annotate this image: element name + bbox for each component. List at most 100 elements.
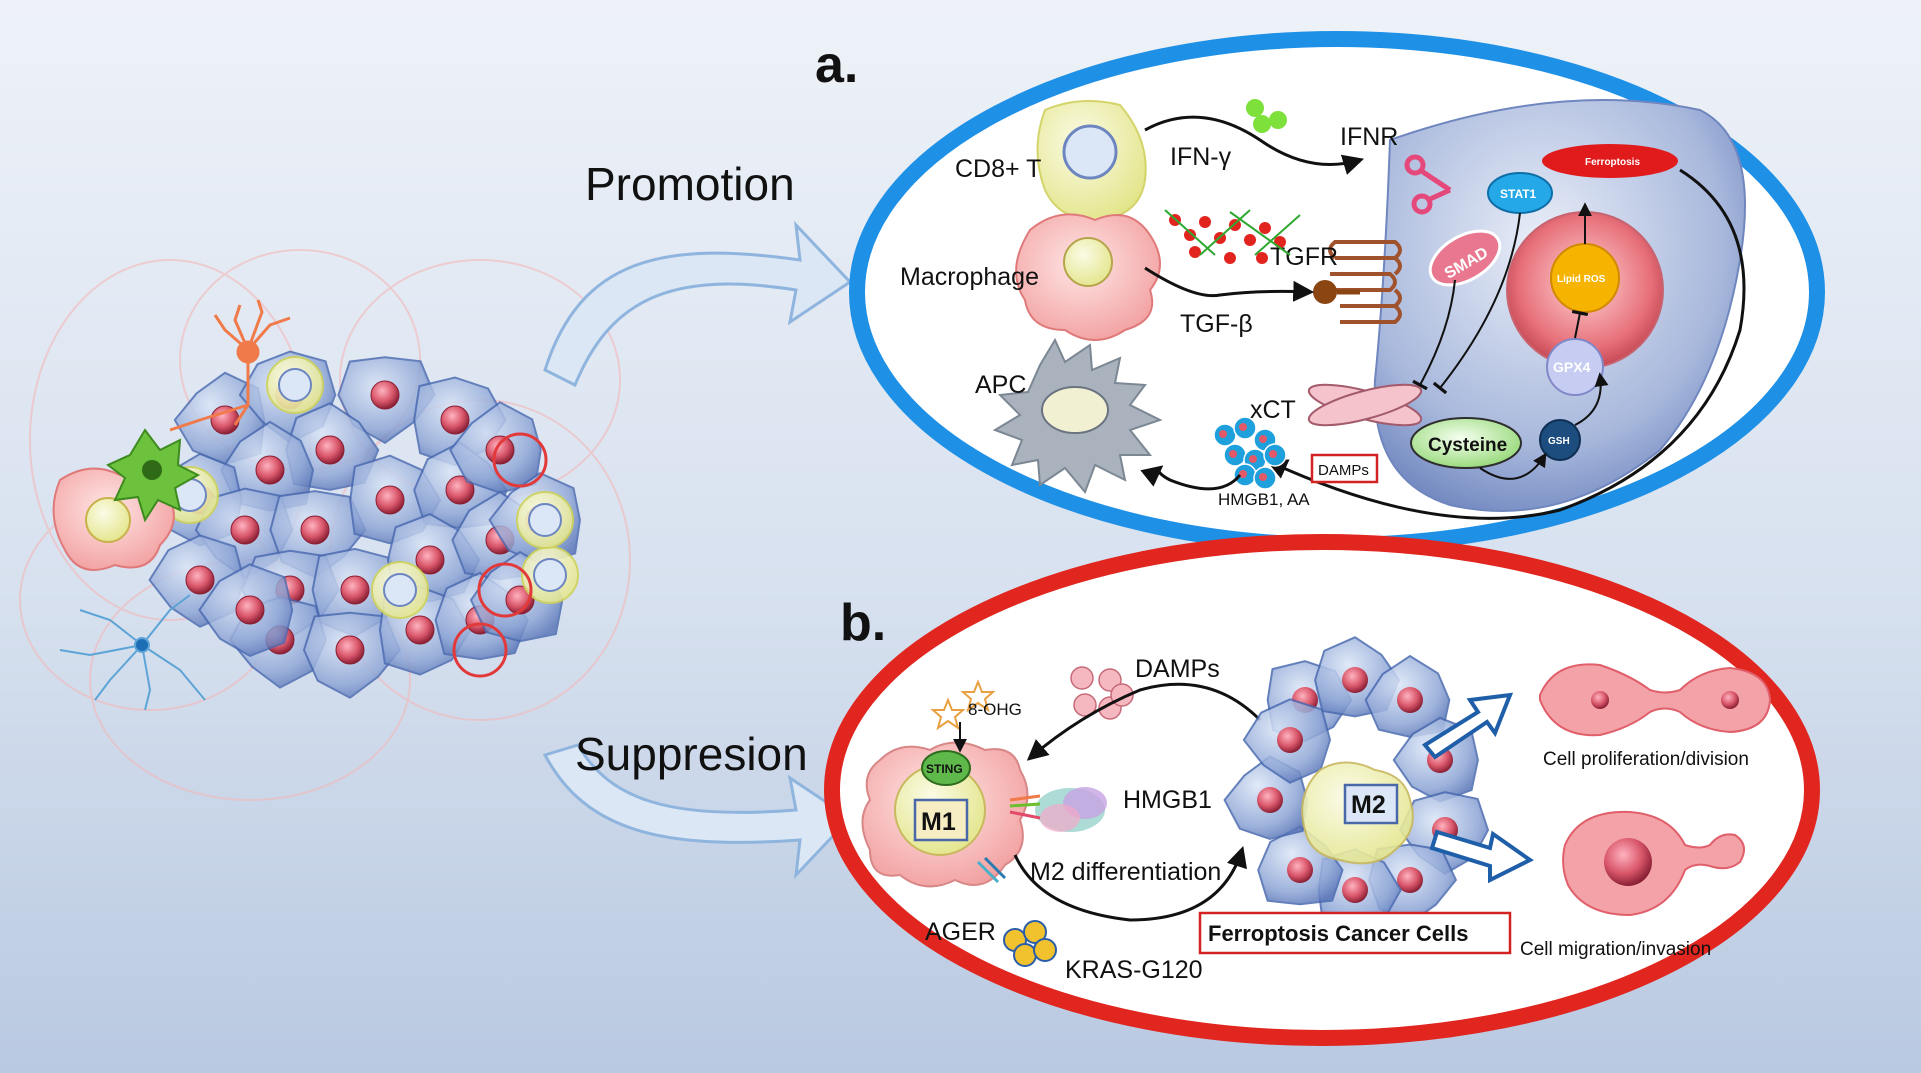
tgfb-particles	[1164, 209, 1301, 264]
tumor-cell-nucleus	[300, 515, 330, 545]
aa-dot	[1229, 450, 1237, 458]
tgfb-particle	[1199, 216, 1211, 228]
sting-node	[921, 750, 971, 786]
8-ohg-stars	[930, 679, 996, 731]
ifng-molecule-2	[1253, 115, 1271, 133]
cancer-cell-nucleus	[1287, 857, 1313, 883]
ifng-molecule-3	[1269, 111, 1287, 129]
m1-label: M1	[921, 808, 956, 836]
gsh-text: GSH	[1548, 436, 1570, 447]
tumor-cell-nucleus	[335, 635, 365, 665]
ifnr-label: IFNR	[1340, 123, 1398, 151]
neuron-orange	[169, 299, 291, 432]
macrophage-nucleus-a	[1063, 237, 1113, 287]
ifng-molecule-1	[1246, 99, 1264, 117]
cancer-cell-nucleus	[1397, 867, 1423, 893]
cysteine-to-gsh-arrow	[1479, 452, 1547, 480]
cancer-cell-nucleus	[1397, 687, 1423, 713]
stat1-text: STAT1	[1500, 187, 1537, 201]
migration-label: Cell migration/invasion	[1520, 939, 1711, 960]
aa-dot	[1259, 473, 1267, 481]
tgfr-ligand-ball	[1313, 280, 1337, 304]
hmgb1-aa-label: HMGB1, AA	[1218, 490, 1310, 509]
aa-dot	[1239, 423, 1247, 431]
cd8t-nucleus	[1062, 124, 1118, 180]
hmgb1-label: HMGB1	[1123, 786, 1212, 814]
suppression-arrow	[542, 743, 853, 880]
tgfb-particle	[1184, 229, 1196, 241]
tumor-cell-nucleus	[235, 595, 265, 625]
red-ring-cell	[492, 432, 548, 488]
damps-label-a: DAMPs	[1318, 462, 1369, 479]
cysteine-node	[1410, 417, 1522, 469]
yellow-cell-nucleus	[278, 368, 312, 402]
dividing-nucleus-2	[1721, 691, 1739, 709]
tgfb-particle	[1256, 252, 1268, 264]
aa-dot	[1219, 430, 1227, 438]
hmgb1-to-apc-arrow	[1140, 465, 1242, 491]
cancer-cell-nucleus	[1257, 787, 1283, 813]
tgfb-label: TGF-β	[1180, 310, 1253, 338]
xct-transporter	[1307, 383, 1423, 427]
ferroptosis-marker	[1542, 144, 1678, 178]
proliferation-arrow	[1421, 692, 1514, 760]
tgfr-receptor	[1328, 240, 1402, 324]
kras-label: KRAS-G120	[1065, 956, 1203, 984]
ferroptosis-cancer-cluster	[1223, 636, 1490, 931]
ferroptosis-text: Ferroptosis	[1585, 157, 1640, 168]
tgfb-line	[1164, 209, 1216, 256]
ifnr-receptor	[1404, 154, 1452, 215]
m1-box	[913, 798, 969, 842]
proliferation-label: Cell proliferation/division	[1543, 749, 1749, 770]
panel-b-label: b.	[840, 594, 886, 652]
cancer-cell-nucleus	[1277, 727, 1303, 753]
yellow-cell-nucleus	[533, 558, 567, 592]
cancer-cell-nucleus	[1342, 667, 1368, 693]
tgfb-particle	[1244, 234, 1256, 246]
yellow-cell-nucleus	[383, 573, 417, 607]
kras-particles	[1003, 920, 1057, 967]
gpx4-text: GPX4	[1553, 359, 1591, 375]
apc-green-cell	[106, 428, 201, 523]
tumor-cell-nucleus	[375, 485, 405, 515]
damps-sphere	[1070, 666, 1094, 690]
tumor-cell-nucleus	[185, 565, 215, 595]
tumor-cell-nucleus	[315, 435, 345, 465]
tumor-cell-nucleus	[340, 575, 370, 605]
damps-label-b: DAMPs	[1135, 655, 1220, 683]
promotion-arrow	[543, 220, 853, 388]
m2-box	[1343, 783, 1399, 825]
smad-node	[1428, 229, 1502, 287]
damps-spheres	[1070, 666, 1134, 720]
damps-to-m1-arrow	[1026, 682, 1262, 761]
tgfb-line	[1199, 209, 1251, 256]
dividing-nucleus-1	[1591, 691, 1609, 709]
m2-diff-label: M2 differentiation	[1030, 858, 1221, 886]
cancer-cell-nucleus	[1342, 877, 1368, 903]
tgfb-particle	[1189, 246, 1201, 258]
ferroptosis-to-damps-arrow	[1266, 168, 1746, 520]
tumor-cell-nucleus	[415, 545, 445, 575]
gpx4-node	[1546, 338, 1604, 396]
tumor-cell-nucleus	[405, 615, 435, 645]
ager-receptors	[976, 794, 1041, 884]
panel-a-label: a.	[815, 36, 858, 94]
m2-diff-arrow	[1013, 845, 1247, 922]
red-ring-cell	[452, 622, 508, 678]
migration-arrow	[1429, 829, 1534, 884]
ferroptosis-cells-box	[1198, 911, 1512, 955]
sting-label: STING	[926, 762, 963, 776]
tgfb-line	[1254, 214, 1301, 256]
cysteine-text: Cysteine	[1428, 435, 1507, 456]
gpx4-inhibits-ros	[1571, 309, 1589, 339]
macrophage-nucleus	[85, 497, 131, 543]
aa-dot	[1249, 455, 1257, 463]
ager-label: AGER	[925, 918, 996, 946]
damps-box-a	[1310, 453, 1379, 484]
migrating-nucleus	[1604, 838, 1652, 886]
apc-nucleus	[1041, 386, 1109, 434]
tumor-cell-nucleus	[445, 475, 475, 505]
xct-label: xCT	[1250, 396, 1296, 424]
cd8t-label: CD8+ T	[955, 155, 1041, 183]
